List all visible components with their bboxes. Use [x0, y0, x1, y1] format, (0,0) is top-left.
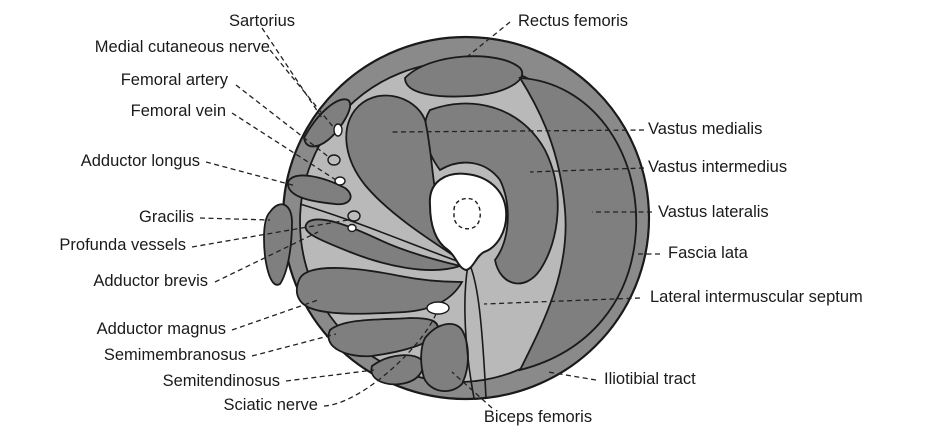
femoral-vein-shape	[335, 177, 345, 185]
profunda-vessel-shape-a	[348, 211, 360, 221]
label-lateral-intermuscular-septum: Lateral intermuscular septum	[650, 288, 863, 306]
leader-semitendinosus	[286, 370, 374, 381]
label-biceps-femoris: Biceps femoris	[484, 408, 592, 426]
leader-semimembranosus	[252, 334, 336, 356]
gracilis-muscle	[264, 204, 292, 285]
label-vastus-medialis: Vastus medialis	[648, 120, 762, 138]
label-semitendinosus: Semitendinosus	[163, 372, 280, 390]
label-femoral-artery: Femoral artery	[121, 71, 229, 89]
label-vastus-intermedius: Vastus intermedius	[648, 158, 787, 176]
label-vastus-lateralis: Vastus lateralis	[658, 203, 769, 221]
label-fascia-lata: Fascia lata	[668, 244, 749, 262]
leader-adductor-magnus	[232, 300, 318, 330]
label-adductor-brevis: Adductor brevis	[93, 272, 208, 290]
label-gracilis: Gracilis	[139, 208, 194, 226]
profunda-vessel-shape-b	[348, 225, 356, 232]
label-sciatic-nerve: Sciatic nerve	[224, 396, 318, 414]
medial-cutaneous-nerve-shape	[334, 124, 342, 136]
femoral-artery-shape	[328, 155, 340, 165]
label-profunda-vessels: Profunda vessels	[59, 236, 186, 254]
label-iliotibial-tract: Iliotibial tract	[604, 370, 696, 388]
label-adductor-magnus: Adductor magnus	[97, 320, 226, 338]
label-adductor-longus: Adductor longus	[81, 152, 200, 170]
label-rectus-femoris: Rectus femoris	[518, 12, 628, 30]
label-semimembranosus: Semimembranosus	[104, 346, 246, 364]
leader-adductor-longus	[206, 162, 296, 186]
label-sartorius: Sartorius	[229, 12, 295, 30]
leader-gracilis	[200, 218, 270, 220]
biceps-femoris-muscle	[421, 324, 468, 391]
sciatic-nerve-shape	[427, 302, 449, 314]
label-femoral-vein: Femoral vein	[131, 102, 226, 120]
leader-sartorius	[262, 28, 322, 118]
label-medial-cutaneous-nerve: Medial cutaneous nerve	[95, 38, 270, 56]
